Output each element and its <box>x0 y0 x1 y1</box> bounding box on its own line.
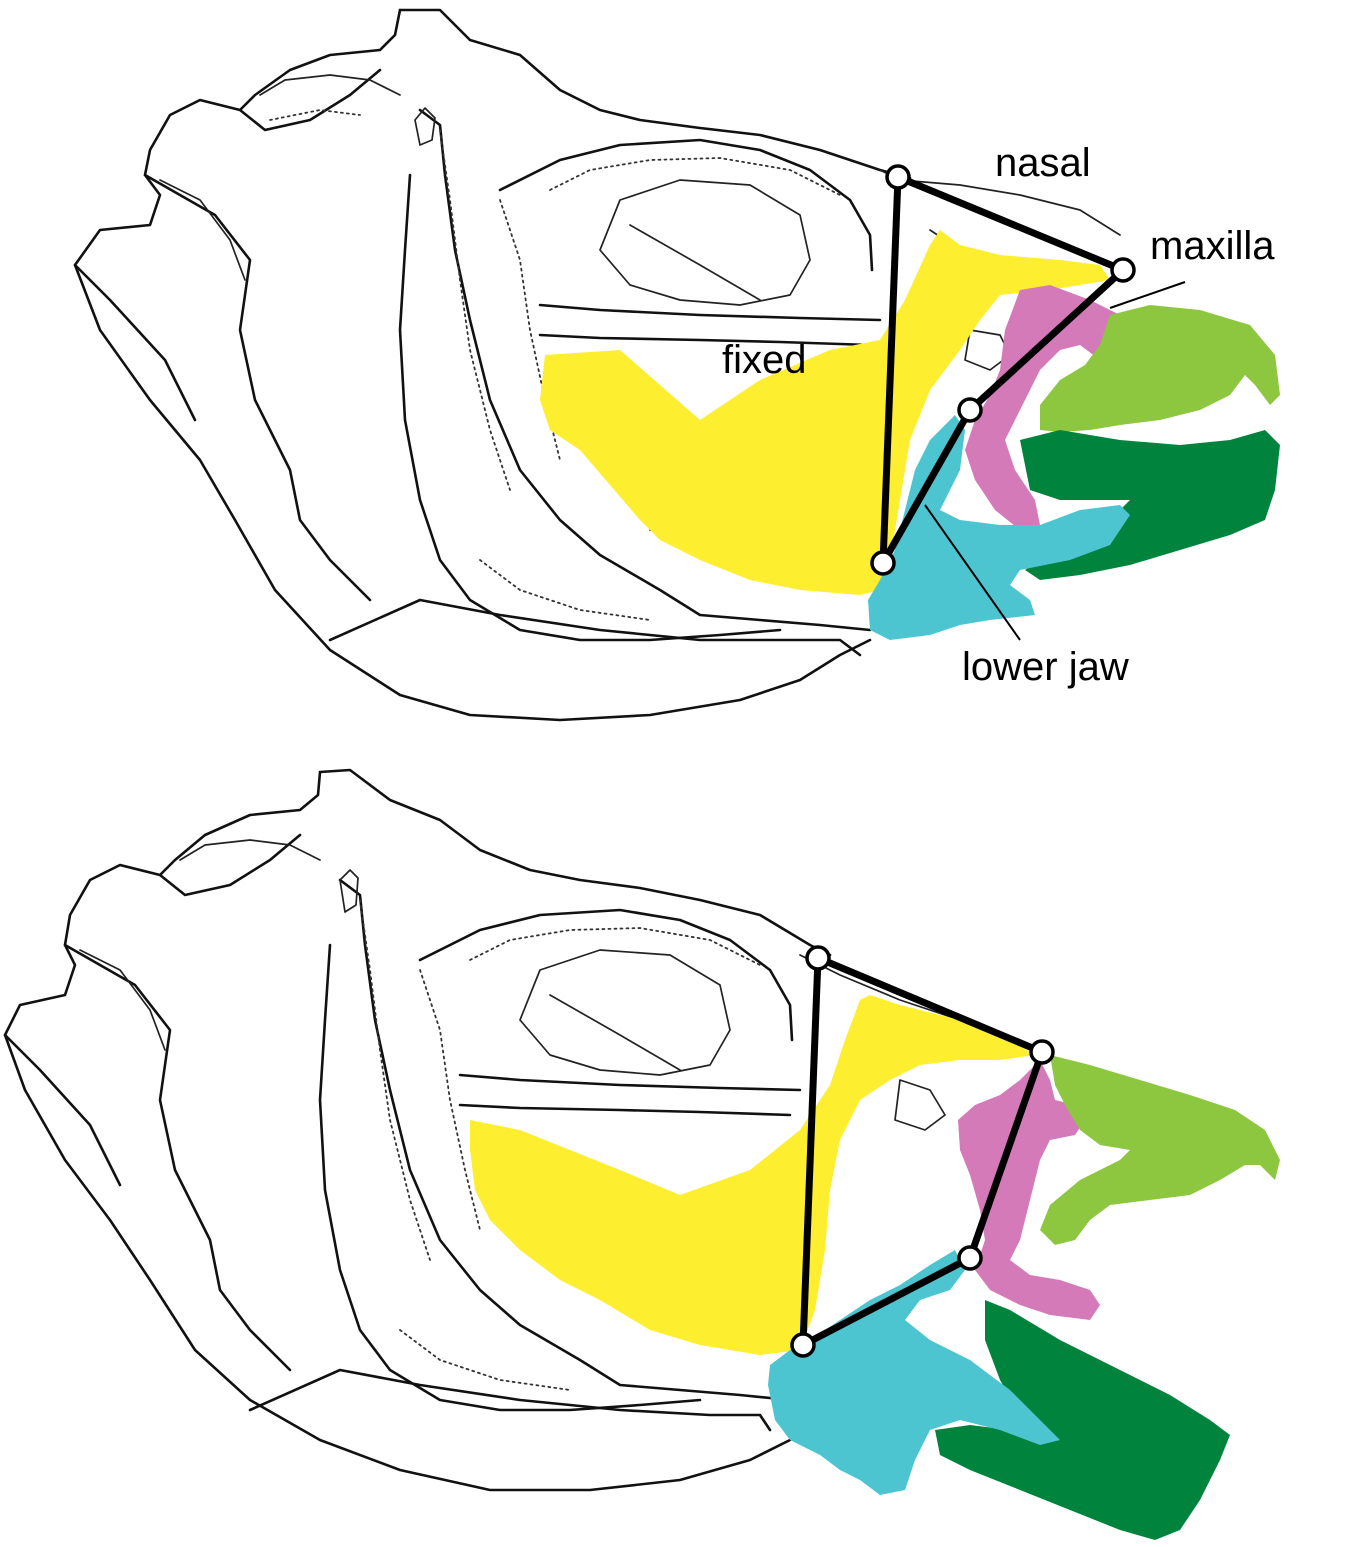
joint-nasal-top <box>887 166 909 188</box>
joint-quadrate-top <box>872 552 894 574</box>
fixed-link-bone-bottom <box>470 995 1035 1355</box>
joint-quadrate-bottom <box>792 1334 814 1356</box>
joint-maxilla-bottom <box>1031 1041 1053 1063</box>
maxilla-leader-line <box>1110 282 1185 308</box>
panel-open-jaw <box>5 770 1280 1540</box>
label-nasal: nasal <box>995 141 1091 185</box>
label-maxilla: maxilla <box>1150 224 1275 268</box>
joint-lower-jaw-top <box>959 399 981 421</box>
panel-closed-jaw: nasal maxilla fixed lower jaw <box>75 10 1280 720</box>
joint-lower-jaw-bottom <box>959 1247 981 1269</box>
joint-maxilla-top <box>1112 259 1134 281</box>
joint-nasal-bottom <box>807 947 829 969</box>
label-fixed: fixed <box>722 338 807 382</box>
upper-jaw-teeth-bottom <box>1040 1055 1280 1245</box>
label-lower-jaw: lower jaw <box>962 645 1129 689</box>
